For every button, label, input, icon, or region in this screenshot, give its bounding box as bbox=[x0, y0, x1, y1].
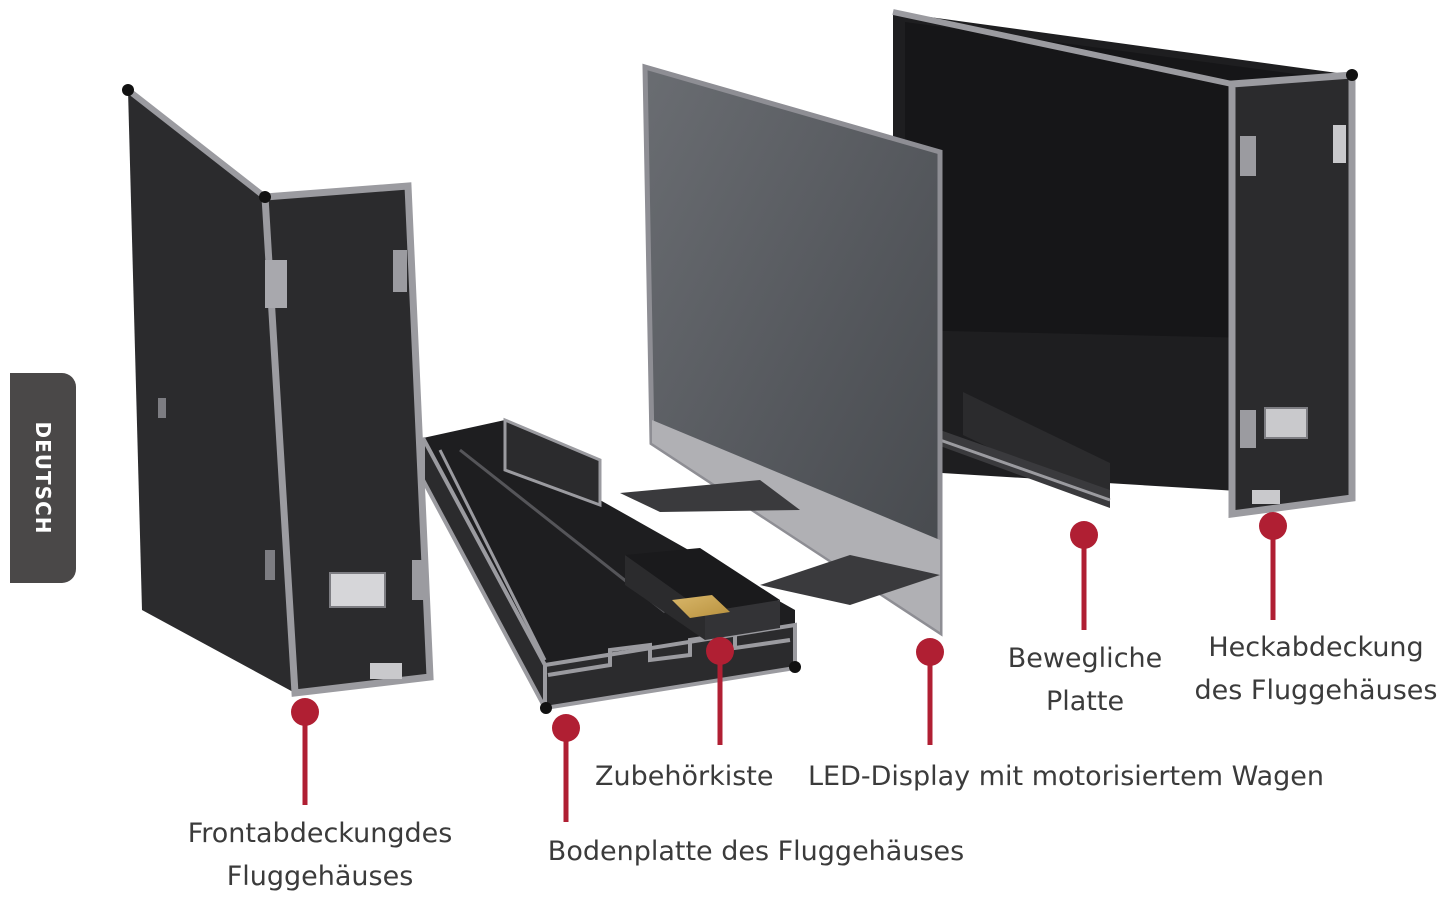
accessory-box-part bbox=[625, 548, 780, 640]
led-display-part bbox=[620, 63, 943, 637]
label-base-plate-line1: Bodenplatte des Fluggehäuses bbox=[547, 836, 965, 867]
label-accessory-box: Zubehörkiste bbox=[595, 755, 825, 798]
callout-led-display bbox=[916, 638, 944, 745]
label-accessory-box-line1: Zubehörkiste bbox=[595, 761, 774, 792]
label-front-cover-line1: Frontabdeckungdes bbox=[187, 818, 453, 849]
label-rear-cover: Heckabdeckung des Fluggehäuses bbox=[1185, 626, 1447, 712]
language-tab: DEUTSCH bbox=[10, 373, 76, 583]
callout-accessory-box bbox=[706, 637, 734, 745]
label-led-display: LED-Display mit motorisiertem Wagen bbox=[808, 755, 1378, 798]
label-rear-cover-line1: Heckabdeckung bbox=[1208, 632, 1424, 663]
label-movable-plate-line1: Bewegliche bbox=[1007, 643, 1163, 674]
label-front-cover: Frontabdeckungdes Fluggehäuses bbox=[170, 812, 470, 898]
language-tab-label: DEUTSCH bbox=[31, 421, 55, 535]
movable-plate-part bbox=[939, 392, 1111, 508]
callout-front-cover bbox=[291, 698, 319, 805]
callout-base-plate bbox=[552, 714, 580, 822]
front-cover-case bbox=[122, 84, 434, 697]
rear-cover-case bbox=[892, 9, 1358, 518]
label-movable-plate: Bewegliche Platte bbox=[995, 637, 1175, 723]
label-led-display-line1: LED-Display mit motorisiertem Wagen bbox=[808, 761, 1324, 792]
label-front-cover-line2: Fluggehäuses bbox=[226, 861, 414, 892]
callout-rear-cover bbox=[1259, 512, 1287, 620]
label-base-plate: Bodenplatte des Fluggehäuses bbox=[526, 830, 986, 873]
label-rear-cover-line2: des Fluggehäuses bbox=[1194, 675, 1438, 706]
callout-movable-plate bbox=[1070, 521, 1098, 630]
label-movable-plate-line2: Platte bbox=[1045, 686, 1125, 717]
